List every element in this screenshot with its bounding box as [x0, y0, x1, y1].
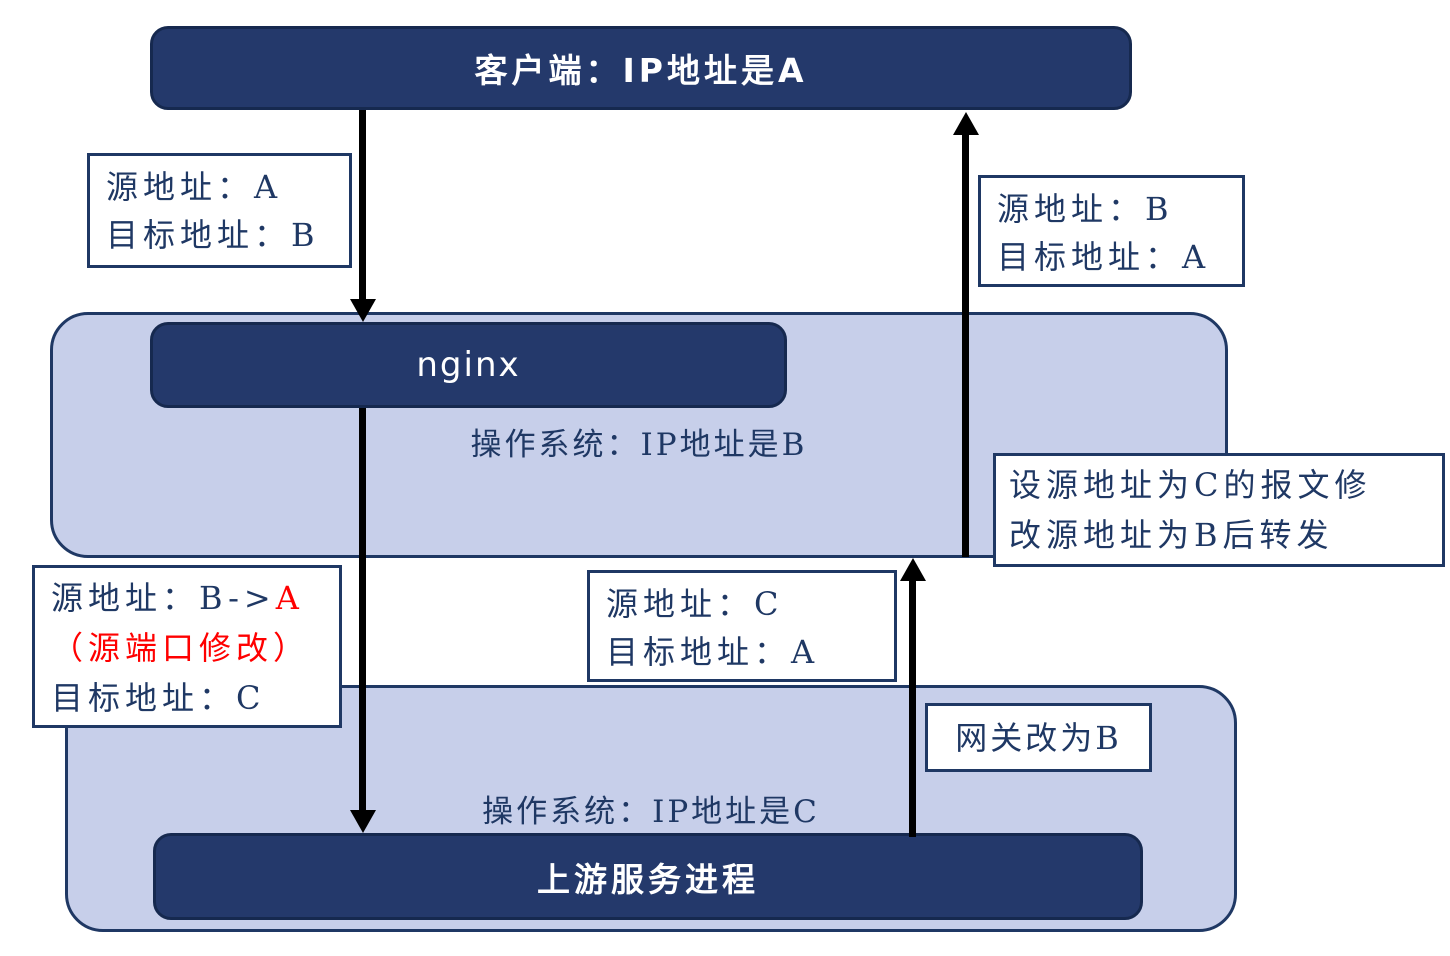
client-label: 客户端：IP地址是A: [474, 51, 808, 90]
note-client-response-line2: 目标地址：A: [997, 238, 1211, 276]
os-c-caption: 操作系统：IP地址是C: [482, 794, 820, 830]
note-client-response: 源地址：B 目标地址：A: [978, 175, 1245, 287]
arrow-nginx-to-client-head: [953, 112, 979, 135]
note-client-response-line1: 源地址：B: [997, 190, 1174, 228]
arrow-client-to-nginx-head: [350, 299, 376, 322]
note-nat-request-line1-highlight: A: [275, 579, 304, 617]
arrow-nginx-to-upstream-line: [359, 408, 366, 813]
note-nat-request-line2: （源端口修改）: [51, 629, 311, 667]
note-nat-request-line1: 源地址：B->A: [51, 573, 329, 623]
note-nat-request-line1-prefix: 源地址：B->: [51, 579, 276, 617]
note-gateway: 网关改为B: [925, 703, 1152, 772]
upstream-label: 上游服务进程: [537, 859, 759, 899]
os-b-caption: 操作系统：IP地址是B: [470, 427, 808, 463]
note-client-request: 源地址：A 目标地址：B: [87, 153, 352, 268]
note-upstream-response-line2: 目标地址：A: [606, 633, 820, 671]
arrow-upstream-to-nginx-head: [900, 558, 926, 581]
note-upstream-response: 源地址：C 目标地址：A: [587, 570, 897, 682]
arrow-nginx-to-upstream-head: [350, 810, 376, 833]
arrow-nginx-to-client-line: [962, 132, 969, 557]
note-gateway-label: 网关改为B: [955, 718, 1122, 757]
note-nat-request: 源地址：B->A （源端口修改） 目标地址：C: [32, 565, 342, 728]
note-client-request-line1: 源地址：A: [106, 168, 283, 206]
nginx-label: nginx: [416, 345, 521, 385]
note-client-request-line2: 目标地址：B: [106, 216, 320, 254]
nginx-box: nginx: [150, 322, 787, 408]
note-snat: 设源地址为C的报文修 改源地址为B后转发: [993, 453, 1445, 567]
note-snat-line1: 设源地址为C的报文修: [1009, 466, 1372, 504]
note-snat-line2: 改源地址为B后转发: [1009, 516, 1334, 554]
arrow-upstream-to-nginx-line: [909, 578, 916, 837]
note-nat-request-line3: 目标地址：C: [51, 679, 266, 717]
note-upstream-response-line1: 源地址：C: [606, 585, 784, 623]
upstream-box: 上游服务进程: [153, 833, 1143, 920]
arrow-client-to-nginx-line: [359, 110, 366, 302]
client-box: 客户端：IP地址是A: [150, 26, 1132, 110]
